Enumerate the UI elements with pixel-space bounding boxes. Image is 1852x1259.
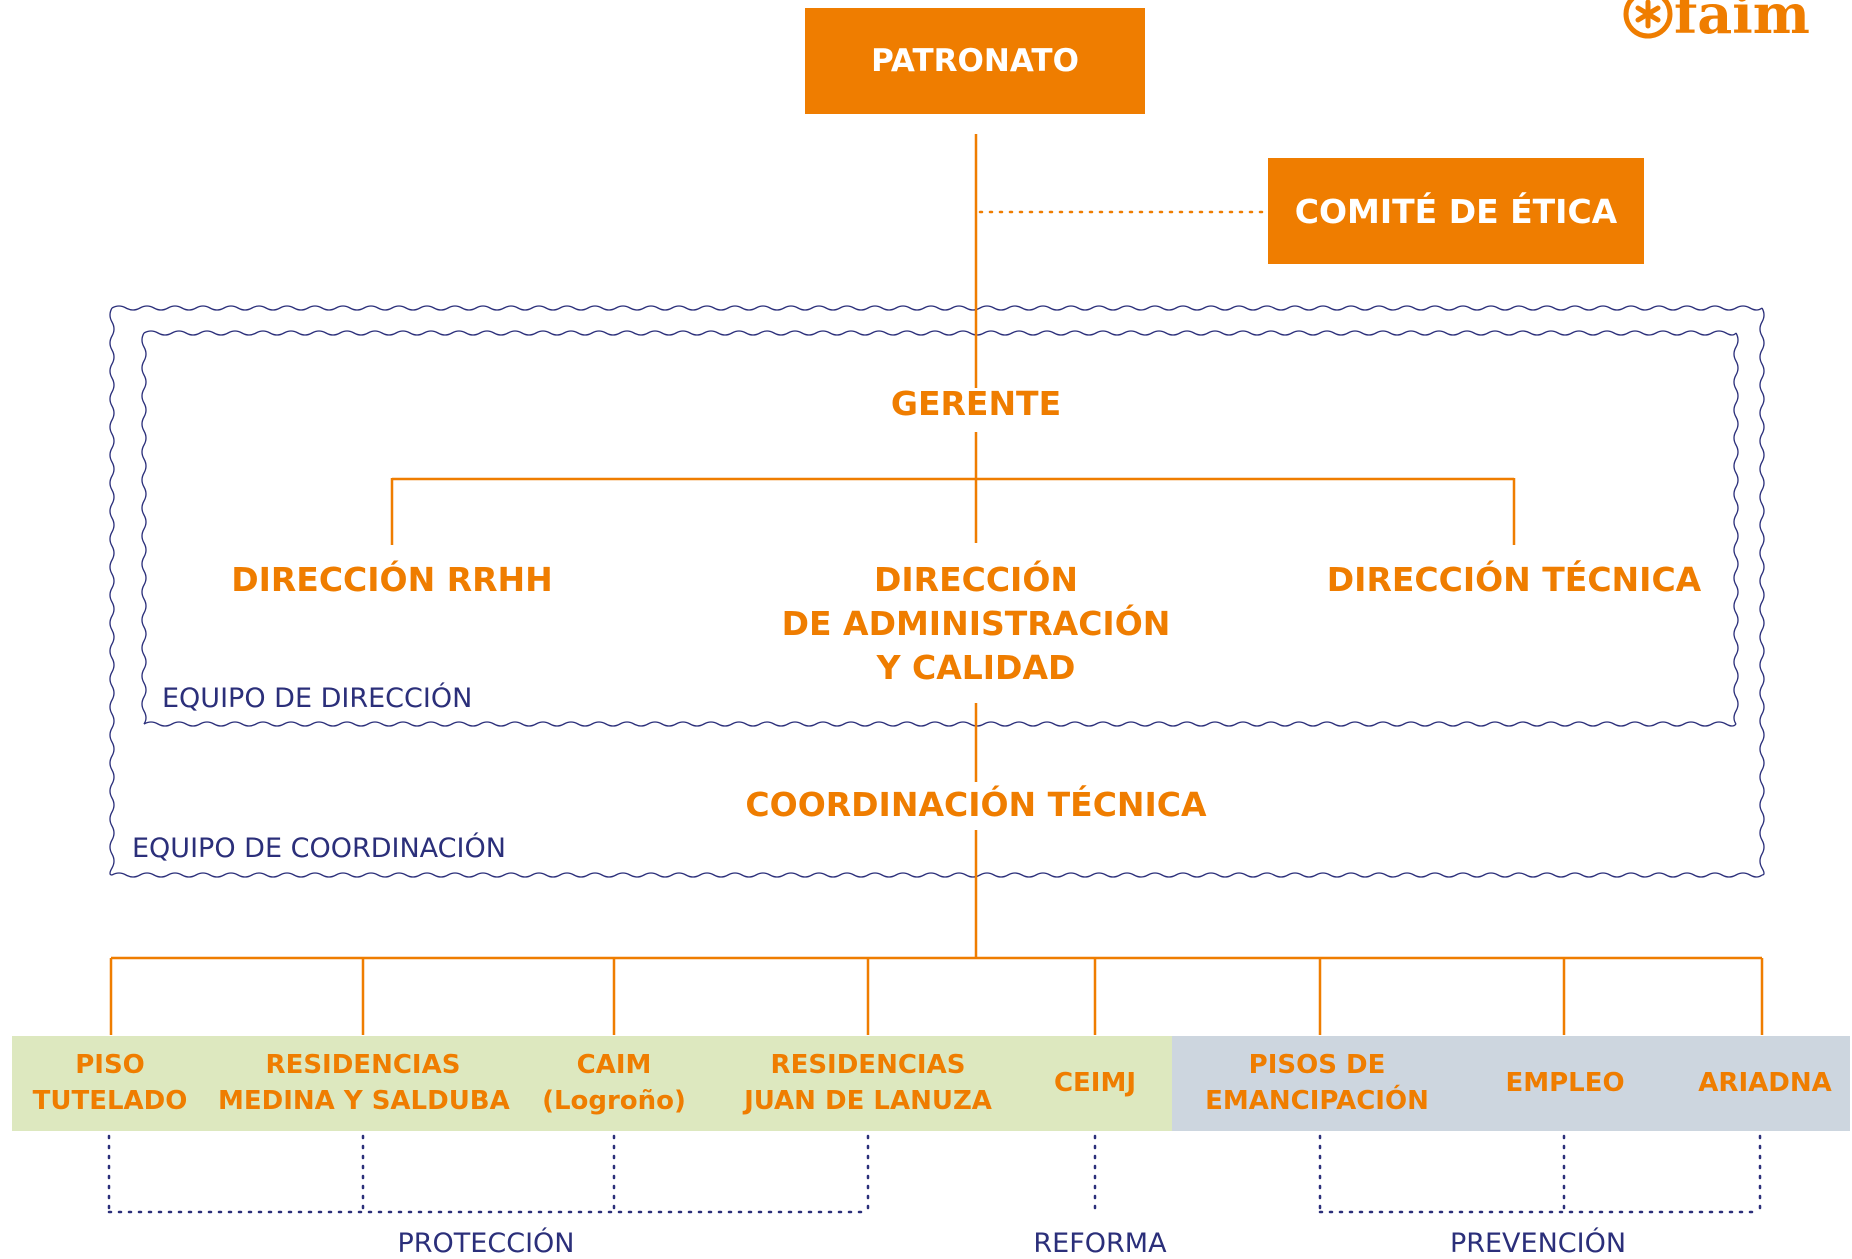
- units-band-blue: [1172, 1036, 1850, 1131]
- patronato-label: PATRONATO: [871, 43, 1079, 79]
- unit-ariadna: ARIADNA: [1690, 1065, 1840, 1101]
- unit-line: PISOS DE: [1248, 1050, 1386, 1080]
- equipo-direccion-label: EQUIPO DE DIRECCIÓN: [162, 683, 473, 714]
- unit-pisos-emancipacion: PISOS DE EMANCIPACIÓN: [1192, 1047, 1442, 1119]
- unit-line: EMANCIPACIÓN: [1205, 1086, 1429, 1116]
- unit-line: MEDINA Y SALDUBA: [218, 1086, 510, 1116]
- unit-line: CEIMJ: [1053, 1068, 1137, 1098]
- units-band-green: [12, 1036, 1172, 1131]
- unit-piso-tutelado: PISO TUTELADO: [10, 1047, 210, 1119]
- unit-line: RESIDENCIAS: [265, 1050, 461, 1080]
- unit-line: TUTELADO: [32, 1086, 188, 1116]
- direccion-admin-line: DIRECCIÓN: [873, 560, 1078, 599]
- group-dotted-lines: [107, 1134, 1762, 1214]
- unit-line: PISO: [75, 1050, 145, 1080]
- unit-caim: CAIM (Logroño): [534, 1047, 694, 1119]
- group-prevencion: PREVENCIÓN: [1449, 1228, 1627, 1259]
- gerente-heading: GERENTE: [890, 384, 1062, 423]
- patronato-box: PATRONATO: [805, 8, 1145, 114]
- direccion-admin-heading: DIRECCIÓN DE ADMINISTRACIÓN Y CALIDAD: [736, 558, 1216, 690]
- unit-residencias-medina: RESIDENCIAS MEDINA Y SALDUBA: [218, 1047, 510, 1119]
- coordinacion-tecnica-heading: COORDINACIÓN TÉCNICA: [745, 785, 1207, 824]
- direccion-tecnica-heading: DIRECCIÓN TÉCNICA: [1326, 560, 1702, 599]
- equipo-coordinacion-label: EQUIPO DE COORDINACIÓN: [132, 833, 506, 864]
- unit-residencias-lanuza: RESIDENCIAS JUAN DE LANUZA: [728, 1047, 1008, 1119]
- unit-ceimj: CEIMJ: [1040, 1065, 1150, 1101]
- coordination-team-outline: [109, 305, 1765, 878]
- faim-logo-text: faim: [1674, 0, 1810, 46]
- faim-logo: faim: [1622, 0, 1810, 46]
- direccion-admin-line: DE ADMINISTRACIÓN: [781, 604, 1171, 643]
- unit-line: EMPLEO: [1505, 1068, 1625, 1098]
- unit-line: (Logroño): [542, 1086, 686, 1116]
- unit-line: ARIADNA: [1698, 1068, 1832, 1098]
- direccion-rrhh-heading: DIRECCIÓN RRHH: [231, 560, 553, 599]
- direction-team-outline: [141, 330, 1739, 727]
- unit-empleo: EMPLEO: [1490, 1065, 1640, 1101]
- unit-line: JUAN DE LANUZA: [744, 1086, 992, 1116]
- group-proteccion: PROTECCIÓN: [397, 1228, 575, 1259]
- faim-logo-icon: [1623, 0, 1673, 39]
- direccion-admin-line: Y CALIDAD: [876, 648, 1076, 687]
- unit-line: RESIDENCIAS: [770, 1050, 966, 1080]
- comite-etica-label: COMITÉ DE ÉTICA: [1294, 191, 1618, 231]
- group-reforma: REFORMA: [1033, 1228, 1167, 1259]
- hierarchy-lines: [109, 134, 1764, 1035]
- comite-etica-box: COMITÉ DE ÉTICA: [1268, 158, 1644, 264]
- unit-line: CAIM: [576, 1050, 652, 1080]
